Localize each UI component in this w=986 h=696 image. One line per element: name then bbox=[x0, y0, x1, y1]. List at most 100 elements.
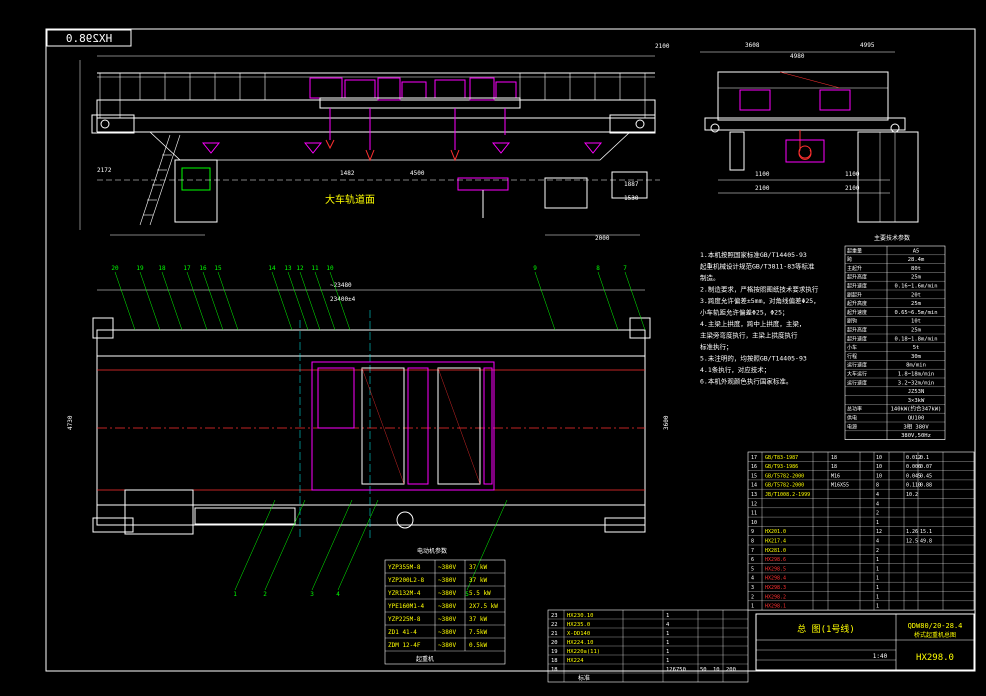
leader-line bbox=[287, 271, 309, 331]
spec-param: 起升高度 bbox=[847, 300, 867, 307]
spec-param: 电源 bbox=[847, 423, 857, 430]
parts-right-cell: HX201.0 bbox=[765, 529, 786, 535]
motor-model: YZP200L2-8 bbox=[388, 577, 425, 584]
spec-param: 运行速度 bbox=[847, 379, 867, 386]
parts-mid-cell: HX235.0 bbox=[567, 622, 590, 628]
motor-model: YZP225M-8 bbox=[388, 616, 421, 623]
title-block-code: HX298.0 bbox=[916, 653, 954, 663]
spec-param: 运行速度 bbox=[847, 362, 867, 369]
parts-right-cell: 7 bbox=[751, 548, 754, 554]
motor-model: ZDM 12-4F bbox=[388, 642, 421, 649]
leader-line bbox=[624, 271, 646, 331]
parts-right-cell: 8 bbox=[751, 539, 754, 545]
spec-value: 80t bbox=[911, 266, 921, 272]
motor-power: 7.5kW bbox=[469, 629, 487, 636]
parts-right-cell: 16 bbox=[751, 464, 757, 470]
elev-dim-6: 1530 bbox=[624, 195, 639, 202]
spec-value: 380V,50Hz bbox=[901, 433, 931, 439]
parts-right-cell: GB/T5782-2000 bbox=[765, 473, 804, 479]
plan-view: ~23480 23400±4 4730 3600 bbox=[67, 282, 670, 540]
parts-right-cell: 0.012 bbox=[906, 455, 921, 461]
spec-value: 25m bbox=[911, 275, 922, 281]
parts-right-cell: 4 bbox=[876, 501, 879, 507]
motor-power: 37 kW bbox=[469, 564, 487, 571]
parts-right-cell: HX298.6 bbox=[765, 557, 786, 563]
leader-line bbox=[534, 271, 556, 331]
parts-mid-cell: 22 bbox=[551, 622, 558, 628]
side-top-dim-2: 4995 bbox=[860, 42, 875, 49]
spec-value: A5 bbox=[913, 248, 920, 254]
motor-power: 5.5 kW bbox=[469, 590, 491, 597]
front-elevation-view: 大车轨道面 bbox=[91, 72, 660, 226]
spec-param: 主起升 bbox=[847, 265, 862, 272]
motor-voltage: ~380V bbox=[438, 564, 456, 571]
elev-dim-4: 2000 bbox=[595, 235, 610, 242]
leader-line bbox=[264, 499, 306, 591]
motor-power: 37 kW bbox=[469, 577, 487, 584]
parts-mid-cell: 18 bbox=[551, 658, 558, 664]
parts-mid-total: 18 bbox=[551, 667, 558, 673]
parts-right-cell: 18 bbox=[831, 455, 837, 461]
parts-right-cell: 15 bbox=[751, 473, 757, 479]
note-line: 起重机械设计规范GB/T3811-83等标准 bbox=[700, 262, 815, 271]
parts-mid-cell: 23 bbox=[551, 613, 558, 619]
parts-right-cell: 1 bbox=[751, 604, 754, 610]
spec-param: 大车运行 bbox=[847, 371, 867, 378]
spec-value: QU100 bbox=[908, 416, 925, 422]
spec-value: 3.2~32m/min bbox=[898, 380, 934, 386]
leader-line bbox=[337, 499, 379, 591]
parts-right-cell: 1 bbox=[876, 585, 879, 591]
leader-line bbox=[314, 271, 336, 331]
leader-line bbox=[466, 499, 508, 591]
spec-value: 3相 380V bbox=[903, 422, 929, 430]
spec-param: 起重量 bbox=[847, 247, 862, 254]
parts-mid-cell: HX220a(11) bbox=[567, 649, 600, 655]
spec-param: 供电 bbox=[847, 415, 857, 422]
note-line: 4.1条执行，对应技术； bbox=[700, 365, 770, 374]
spec-value: JZ53N bbox=[908, 389, 925, 395]
parts-mid-cell: 1 bbox=[666, 658, 669, 664]
parts-right-cell: 0.07 bbox=[920, 464, 932, 470]
note-line: 4.主梁上拱度，跨中上拱度，主梁， bbox=[700, 319, 805, 328]
spec-value: 10t bbox=[911, 319, 921, 325]
leader-label-top: 14 bbox=[268, 265, 276, 272]
parts-right-cell: GB/T93-1986 bbox=[765, 464, 798, 470]
note-line: 5.未注明的，均按照GB/T14405-93 bbox=[700, 354, 807, 363]
leader-label-top: 10 bbox=[326, 265, 334, 272]
parts-right-cell: 2 bbox=[876, 511, 879, 517]
parts-right-cell: 10 bbox=[876, 455, 882, 461]
spec-value: 0.65~6.5m/min bbox=[894, 310, 937, 316]
side-dim-3: 2100 bbox=[755, 185, 770, 192]
motor-table-footer: 起重机 bbox=[416, 655, 434, 663]
elev-dim-7: 2100 bbox=[655, 43, 670, 50]
motor-model: ZD1 41-4 bbox=[388, 629, 417, 636]
parts-right-cell: 8 bbox=[876, 483, 879, 489]
parts-right-cell: 0.1 bbox=[920, 455, 929, 461]
leader-label-bottom: 5 bbox=[465, 591, 469, 598]
parts-right-cell: 11 bbox=[751, 511, 757, 517]
side-top-dim-1: 3608 bbox=[745, 42, 760, 49]
parts-right-cell: 1 bbox=[876, 557, 879, 563]
parts-right-cell: 14 bbox=[751, 483, 757, 489]
parts-right-cell: 6 bbox=[751, 557, 754, 563]
plan-dim-1: ~23480 bbox=[330, 282, 352, 289]
leader-label-top: 18 bbox=[158, 265, 166, 272]
spec-table-title: 主要技术参数 bbox=[874, 234, 910, 242]
spec-param: 起升高度 bbox=[847, 327, 867, 334]
parts-mid-cell: 1 bbox=[666, 640, 669, 646]
note-line: 3.跨度允许偏差±5mm，对角线偏差Φ25， bbox=[700, 296, 820, 305]
parts-right-cell: 12 bbox=[876, 529, 882, 535]
spec-param: 行程 bbox=[847, 353, 857, 360]
spec-value: 20t bbox=[911, 292, 921, 298]
side-view: 3608 4995 4980 1100 1100 2100 2100 bbox=[700, 42, 919, 223]
motor-power: 37 kW bbox=[469, 616, 487, 623]
parts-right-cell: HX298.2 bbox=[765, 594, 786, 600]
parts-right-cell: 13 bbox=[751, 492, 757, 498]
plan-dim-3: 4730 bbox=[67, 415, 74, 430]
motor-power: 0.5kW bbox=[469, 642, 487, 649]
spec-value: 30m bbox=[911, 354, 922, 360]
elevation-dimensions: 2172 1482 4500 2000 1887 1530 2100 bbox=[79, 43, 670, 242]
